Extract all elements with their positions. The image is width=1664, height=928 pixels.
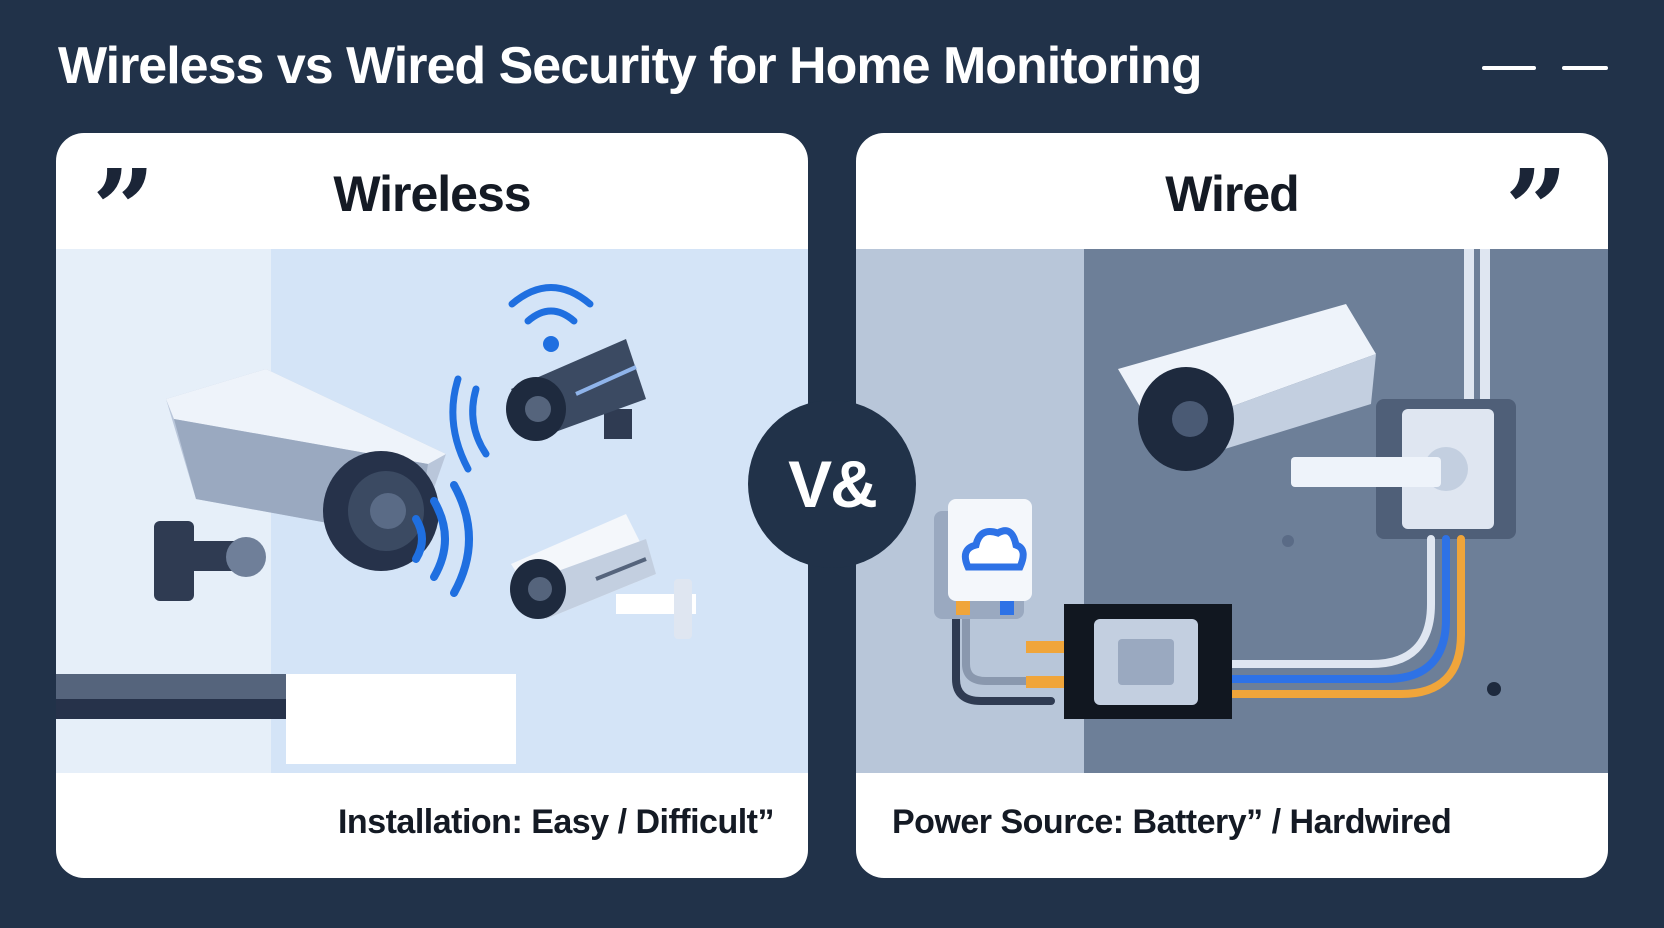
wireless-caption: Installation: Easy / Difficult”	[337, 803, 775, 841]
security-camera-icon	[1118, 304, 1376, 471]
wireless-card: ” Wireless	[56, 133, 808, 878]
wired-title: Wired	[1165, 166, 1299, 222]
wireless-scene	[56, 249, 808, 773]
security-camera-icon	[510, 514, 696, 639]
security-camera-icon	[154, 369, 446, 601]
wifi-signal-icon	[449, 284, 594, 473]
wired-card: ” Wired	[856, 133, 1608, 878]
menu-dash-left[interactable]	[1482, 66, 1536, 70]
page-title: Wireless vs Wired Security for Home Moni…	[58, 37, 1203, 95]
quote-icon: ”	[92, 145, 156, 274]
wired-caption: Power Source: Battery” / Hardwired	[892, 803, 1452, 841]
wired-scene	[856, 249, 1608, 773]
quote-icon: ”	[1504, 145, 1568, 274]
cloud-icon	[961, 527, 1027, 571]
wireless-title: Wireless	[333, 166, 531, 222]
vs-badge: V&	[748, 400, 916, 568]
security-camera-icon	[506, 339, 646, 441]
wifi-signal-icon	[412, 481, 473, 597]
menu-dash-right[interactable]	[1562, 66, 1608, 70]
